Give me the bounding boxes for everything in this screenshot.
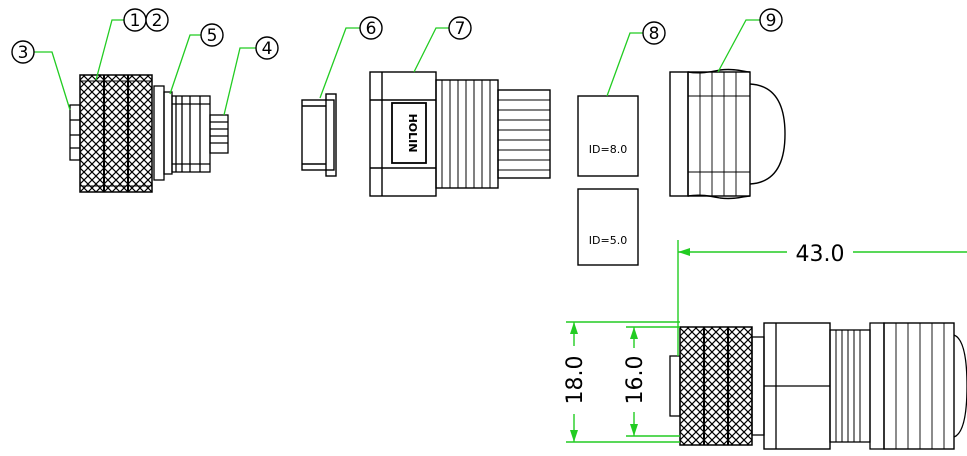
part-3-contact-carrier bbox=[69, 104, 81, 161]
callout-leaders bbox=[34, 19, 760, 116]
callout-9-label: 9 bbox=[766, 11, 777, 31]
dimension-length: 43.0 bbox=[796, 242, 845, 267]
callout-9: 9 bbox=[759, 8, 783, 32]
callout-5-label: 5 bbox=[207, 26, 218, 46]
callout-8: 8 bbox=[642, 21, 666, 45]
part-1-coupling-nut bbox=[79, 74, 153, 193]
callout-4-label: 4 bbox=[262, 39, 273, 59]
part-5-threaded-body bbox=[153, 85, 211, 181]
callout-1-label: 1 bbox=[130, 11, 141, 31]
insert-large-label: ID=8.0 bbox=[589, 143, 627, 156]
callout-7: 7 bbox=[448, 16, 472, 40]
callout-3: 3 bbox=[11, 40, 35, 64]
callout-3-label: 3 bbox=[18, 43, 29, 63]
callout-1: 1 bbox=[123, 8, 147, 32]
insert-small-label: ID=5.0 bbox=[589, 234, 627, 247]
callout-6-label: 6 bbox=[366, 19, 377, 39]
part-7-housing bbox=[369, 71, 551, 197]
callout-8-label: 8 bbox=[649, 24, 660, 44]
brand-label: HOLIN bbox=[406, 114, 419, 153]
part-4-pin-block bbox=[209, 114, 229, 154]
callout-4: 4 bbox=[255, 36, 279, 60]
dimension-outer-diameter: 18.0 bbox=[563, 356, 588, 405]
part-8-insert-large bbox=[577, 95, 639, 177]
part-8-insert-small bbox=[577, 188, 639, 266]
callout-2-label: 2 bbox=[152, 11, 163, 31]
callout-6: 6 bbox=[359, 16, 383, 40]
callout-2: 2 bbox=[145, 8, 169, 32]
part-9-cap-nut bbox=[669, 68, 786, 200]
callout-7-label: 7 bbox=[455, 19, 466, 39]
assembled-connector bbox=[669, 322, 967, 450]
dimension-inner-diameter: 16.0 bbox=[623, 356, 648, 405]
callout-5: 5 bbox=[200, 23, 224, 47]
part-6-seal bbox=[301, 93, 337, 177]
dimension-lines bbox=[566, 240, 967, 443]
